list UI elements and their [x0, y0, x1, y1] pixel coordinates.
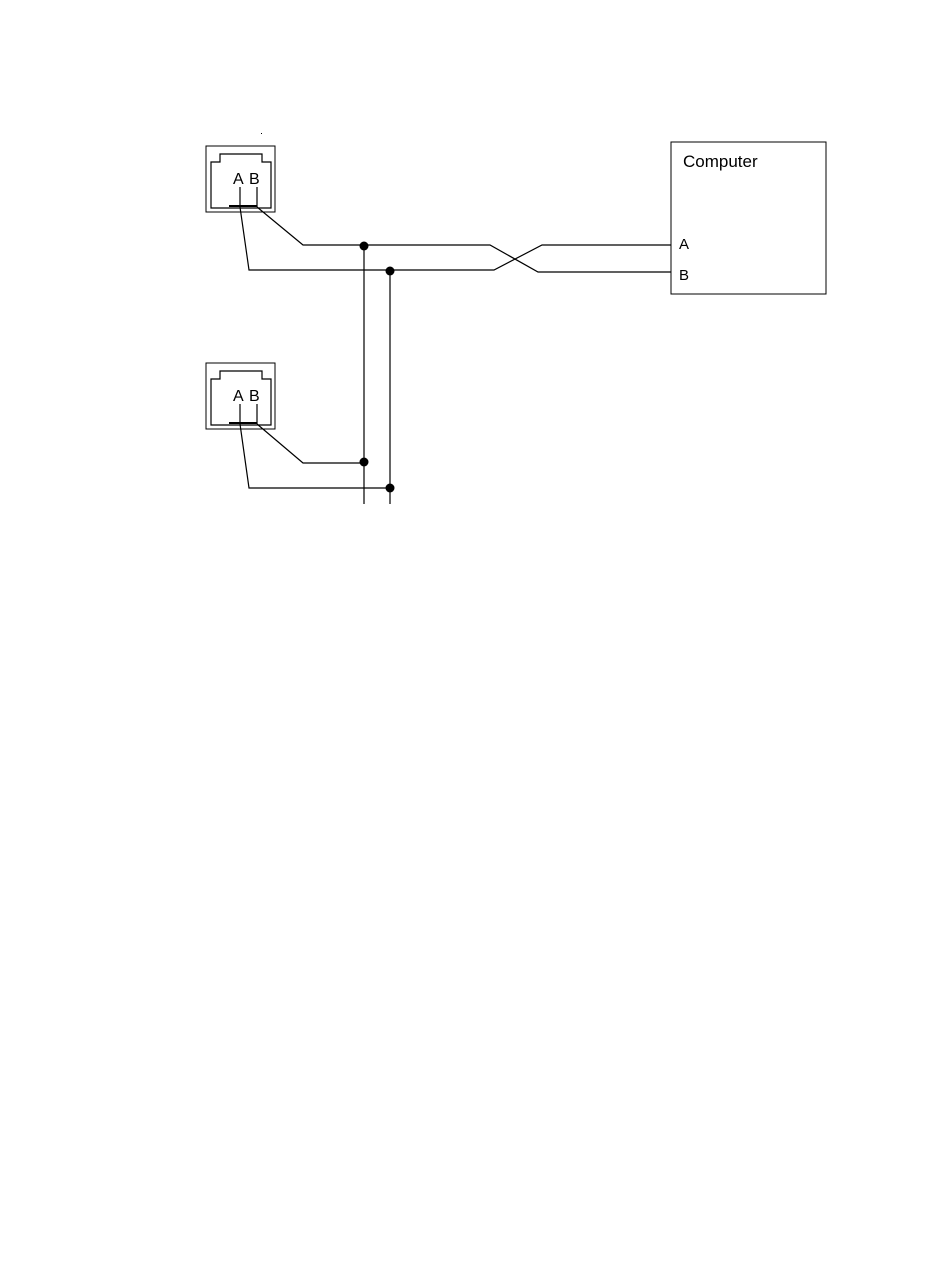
- speck-mark: [261, 133, 262, 134]
- junction-dot-4: [386, 484, 395, 493]
- jack-2-contacts: [229, 422, 257, 424]
- wire-jack2-lower-to-bus-b: [240, 424, 390, 488]
- junction-dot-1: [360, 242, 369, 251]
- jack-2-pin-a-label: A: [233, 388, 244, 405]
- jack-2-pin-b-label: B: [249, 388, 260, 405]
- wire-jack1-lower-to-computer-a: [240, 207, 671, 270]
- computer-title: Computer: [683, 152, 758, 171]
- jack-1-pin-b-label: B: [249, 171, 260, 188]
- rj-jack-1: A B: [206, 146, 275, 212]
- rj-jack-2: A B: [206, 363, 275, 429]
- junction-dot-2: [386, 267, 395, 276]
- junction-dot-3: [360, 458, 369, 467]
- computer-pin-a-label: A: [679, 236, 689, 253]
- wire-jack1-upper-to-computer-b: [257, 207, 671, 272]
- jack-1-contacts: [229, 205, 257, 207]
- computer-block: Computer A B: [671, 142, 826, 294]
- wire-jack2-upper-to-bus-a: [257, 424, 364, 463]
- jack-1-pin-a-label: A: [233, 171, 244, 188]
- computer-pin-b-label: B: [679, 267, 689, 284]
